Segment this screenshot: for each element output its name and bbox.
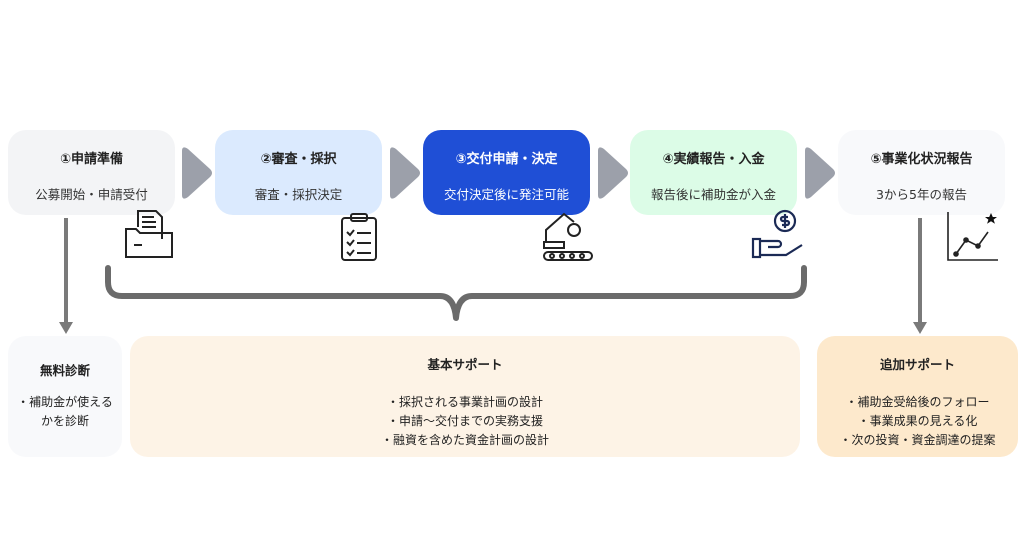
chevron-right-icon (390, 147, 420, 199)
step-title: ③交付申請・決定 (455, 152, 558, 167)
step-subtitle: 公募開始・申請受付 (35, 187, 148, 202)
step-title: ④実績報告・入金 (662, 152, 765, 167)
robot-arm-conveyor-icon (543, 212, 593, 261)
box-title: 基本サポート (427, 357, 503, 372)
step-title: ①申請準備 (59, 152, 123, 167)
box-line: ・申請〜交付までの実務支援 (386, 414, 543, 428)
step-title: ②審査・採択 (260, 152, 337, 167)
step-subtitle: 報告後に補助金が入金 (650, 187, 776, 202)
box-line: かを診断 (40, 414, 89, 428)
step-title: ⑤事業化状況報告 (870, 152, 973, 167)
free-diagnosis-box: 無料診断 ・補助金が使える かを診断 (8, 336, 122, 457)
chevron-right-icon (805, 147, 835, 199)
step-2-review: ②審査・採択 審査・採択決定 (215, 130, 382, 215)
hand-dollar-icon (751, 209, 803, 259)
box-line: ・補助金受給後のフォロー (845, 395, 990, 409)
growth-chart-star-icon (947, 212, 998, 261)
chevron-right-icon (598, 147, 628, 199)
extra-support-box: 追加サポート ・補助金受給後のフォロー ・事業成果の見える化 ・次の投資・資金調… (817, 336, 1018, 457)
step-1-application-prep: ①申請準備 公募開始・申請受付 (8, 130, 175, 215)
step-subtitle: 交付決定後に発注可能 (443, 187, 569, 202)
box-line: ・融資を含めた資金計画の設計 (380, 433, 549, 447)
box-line: ・補助金が使える (17, 395, 113, 409)
step-4-report-payment: ④実績報告・入金 報告後に補助金が入金 (630, 130, 797, 215)
box-line: ・事業成果の見える化 (857, 414, 978, 428)
basic-support-box: 基本サポート ・採択される事業計画の設計 ・申請〜交付までの実務支援 ・融資を含… (130, 336, 800, 457)
box-title: 追加サポート (879, 357, 955, 372)
clipboard-checklist-icon (341, 213, 377, 261)
step-subtitle: 審査・採択決定 (254, 187, 343, 202)
document-folder-icon (125, 210, 173, 258)
chevron-right-icon (182, 147, 212, 199)
box-line: ・採択される事業計画の設計 (386, 395, 543, 409)
step-5-commercialization-report: ⑤事業化状況報告 3から5年の報告 (838, 130, 1005, 215)
box-title: 無料診断 (39, 363, 90, 378)
step-3-grant-decision: ③交付申請・決定 交付決定後に発注可能 (423, 130, 590, 215)
step-subtitle: 3から5年の報告 (876, 187, 967, 202)
box-line: ・次の投資・資金調達の提案 (839, 433, 996, 447)
